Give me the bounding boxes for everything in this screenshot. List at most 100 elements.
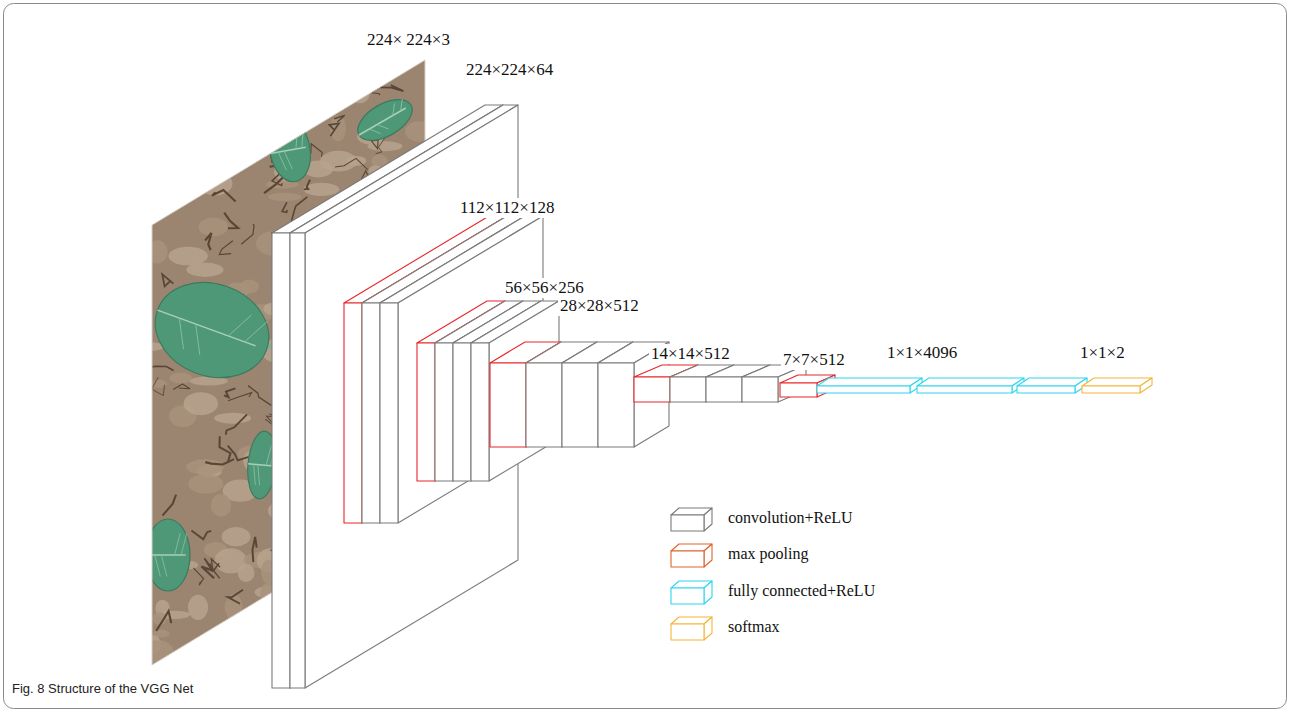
- soil-crack: [228, 446, 249, 461]
- soil-crack: [193, 568, 203, 585]
- soil-crack: [224, 213, 238, 229]
- box-face: [817, 386, 910, 393]
- soil-crack: [248, 386, 271, 406]
- soil-clod: [222, 527, 251, 546]
- soil-crack: [155, 77, 162, 96]
- box-face: [670, 377, 706, 402]
- soil-crack: [152, 377, 165, 395]
- box-face: [671, 515, 704, 531]
- leaf-vein: [377, 121, 388, 133]
- box-face: [1140, 378, 1152, 393]
- soil-clod: [168, 247, 207, 266]
- legend-swatch: [668, 578, 716, 606]
- soil-clod: [169, 130, 184, 140]
- box-face: [362, 303, 380, 523]
- legend-box: [671, 544, 712, 567]
- box-face: [1082, 386, 1140, 393]
- leaf: [142, 267, 282, 393]
- soil-crack: [334, 115, 345, 122]
- soil-clod: [386, 52, 407, 72]
- soil-clod: [347, 79, 360, 102]
- soil-crack: [342, 67, 358, 75]
- leaf-vein: [248, 464, 273, 466]
- leaf-vein: [181, 533, 187, 555]
- soil-crack: [256, 61, 267, 72]
- legend-box: [671, 508, 712, 531]
- soil-clod: [209, 135, 243, 144]
- legend-row: max pooling: [668, 541, 928, 569]
- leaf-blade: [351, 91, 419, 149]
- soil-clod: [154, 99, 182, 115]
- soil-clod: [188, 595, 208, 620]
- box-face: [344, 303, 362, 523]
- soil-clod: [219, 619, 257, 638]
- soil-crack: [162, 274, 173, 286]
- legend-swatch: [668, 614, 716, 642]
- box-face: [272, 233, 290, 688]
- soil-clod: [131, 107, 170, 129]
- leaf-vein: [284, 150, 292, 170]
- box-face: [742, 377, 778, 402]
- soil-crack: [205, 233, 211, 250]
- box-face: [417, 343, 435, 481]
- leaf: [351, 91, 419, 149]
- box-face: [398, 216, 543, 523]
- legend-swatch: [668, 505, 716, 533]
- legend-row: fully connected+ReLU: [668, 578, 928, 606]
- leaf-vein: [266, 445, 271, 466]
- box-face: [917, 386, 1012, 393]
- box-face: [598, 363, 634, 447]
- leaf-vein: [252, 464, 257, 485]
- leaf-vein: [359, 108, 406, 135]
- box-face: [453, 343, 471, 481]
- soil-crack: [347, 70, 362, 88]
- soil-clod: [205, 133, 236, 141]
- leaf-vein: [175, 533, 181, 555]
- soil-clod: [238, 564, 255, 582]
- figure-caption: Fig. 8 Structure of the VGG Net: [12, 681, 193, 697]
- box-face: [704, 508, 712, 531]
- soil-clod: [146, 146, 182, 163]
- soil-crack: [421, 632, 432, 644]
- soil-clod: [155, 131, 189, 144]
- softmax-layer: [1082, 378, 1152, 393]
- soil-crack: [223, 131, 238, 155]
- soil-clod: [307, 64, 329, 78]
- soil-crack: [279, 83, 291, 95]
- legend-text: fully connected+ReLU: [728, 581, 875, 601]
- box-face: [704, 617, 712, 640]
- soil-crack: [156, 611, 171, 631]
- soil-crack: [177, 141, 186, 153]
- soil-crack: [329, 123, 339, 136]
- box-face: [917, 378, 1024, 386]
- soil-clod: [306, 54, 336, 74]
- dimension-label: 14×14×512: [649, 344, 732, 364]
- dimension-label: 224×224×64: [464, 60, 555, 80]
- soil-crack: [187, 49, 199, 65]
- soil-crack: [211, 96, 216, 115]
- figure-frame: [4, 4, 1287, 709]
- soil-crack: [198, 76, 220, 84]
- soil-clod: [406, 647, 419, 662]
- soil-crack: [219, 436, 230, 461]
- soil-clod: [169, 373, 192, 384]
- soil-clod: [346, 156, 366, 166]
- leaf-vein: [396, 99, 407, 111]
- leaf-vein: [157, 310, 255, 346]
- fc-layer: [1017, 378, 1087, 393]
- legend-box: [671, 617, 712, 640]
- soil-crack: [229, 623, 242, 633]
- soil-crack: [219, 241, 233, 255]
- soil-clod: [350, 85, 370, 103]
- soil-clod: [268, 193, 302, 201]
- box-face: [817, 378, 922, 386]
- soil-crack: [191, 530, 211, 539]
- box-face: [704, 581, 712, 604]
- box-face: [290, 233, 305, 688]
- dimension-label: 28×28×512: [558, 296, 641, 316]
- box-face: [562, 363, 598, 447]
- leaf: [146, 519, 190, 591]
- soil-crack: [228, 590, 243, 604]
- soil-crack: [256, 124, 270, 139]
- soil-clod: [184, 392, 218, 415]
